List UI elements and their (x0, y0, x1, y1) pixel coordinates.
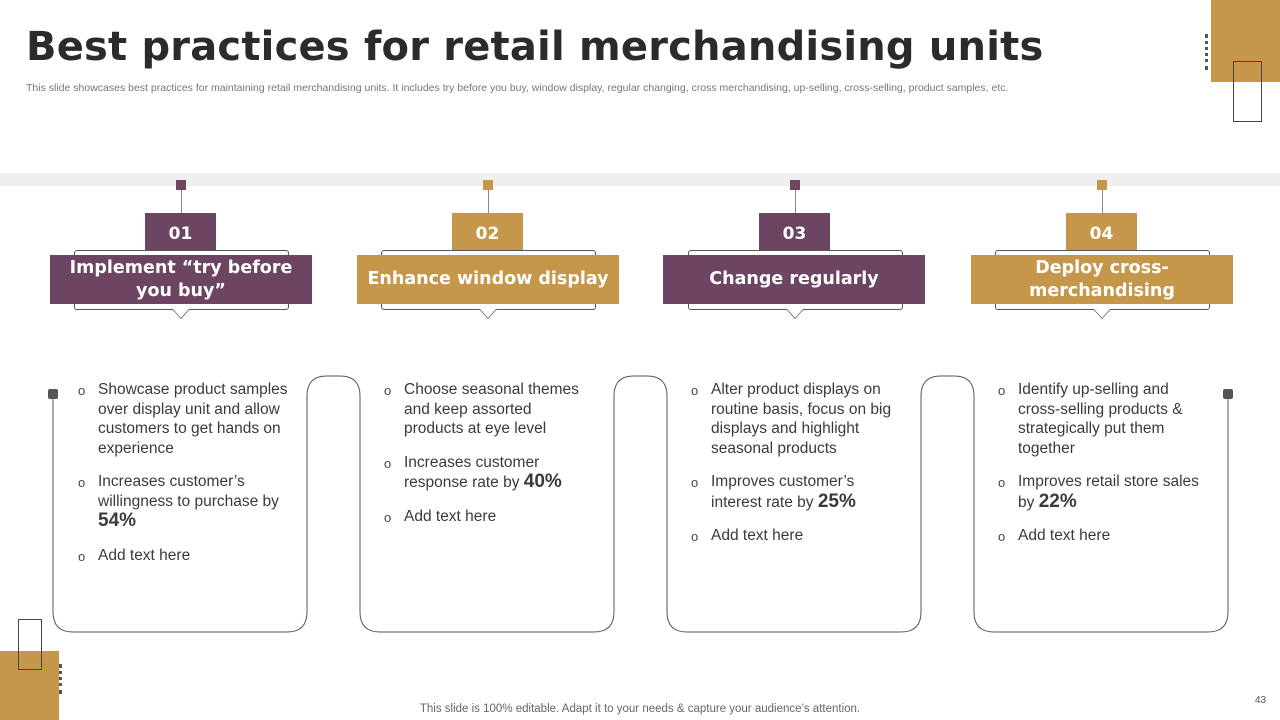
practice-number: 02 (452, 213, 523, 255)
practice-number: 03 (759, 213, 830, 255)
practice-heading: Change regularly (663, 255, 925, 304)
pin-line (488, 190, 489, 213)
practice-content: Alter product displays on routine basis,… (691, 380, 901, 560)
bullet-point: Showcase product samples over display un… (78, 380, 288, 458)
pin-line (181, 190, 182, 213)
heading-pointer-inner (173, 309, 189, 318)
pin-marker (790, 180, 800, 190)
slide-title: Best practices for retail merchandising … (26, 24, 1044, 70)
connector-end-dot-left (48, 389, 58, 399)
bullet-point: Improves customer’s interest rate by 25% (691, 472, 901, 512)
practice-content: Showcase product samples over display un… (78, 380, 288, 579)
practice-content: Identify up-selling and cross-selling pr… (998, 380, 1208, 560)
bullet-point: Add text here (691, 526, 901, 546)
bullet-point: Add text here (998, 526, 1208, 546)
practice-heading: Enhance window display (357, 255, 619, 304)
pin-line (795, 190, 796, 213)
decor-dots-top-right (1205, 34, 1209, 70)
practice-number: 01 (145, 213, 216, 255)
stat-highlight: 25% (817, 490, 856, 512)
stat-highlight: 54% (98, 510, 137, 531)
connector-end-dot-right (1223, 389, 1233, 399)
bullet-point: Add text here (384, 507, 594, 526)
bullet-point: Increases customer response rate by 40% (384, 453, 594, 493)
heading-pointer-inner (1094, 309, 1110, 318)
decor-corner-block-top-right (1211, 0, 1280, 82)
slide-footer: This slide is 100% editable. Adapt it to… (419, 703, 861, 715)
decor-outline-rect-bottom-left (18, 619, 42, 670)
card-underbar (994, 627, 1208, 637)
stat-highlight: 22% (1038, 490, 1077, 512)
heading-pointer-inner (787, 309, 803, 318)
page-number: 43 (1255, 695, 1267, 706)
pin-marker (483, 180, 493, 190)
practice-heading: Deploy cross-merchandising (971, 255, 1233, 304)
stat-highlight: 40% (523, 471, 562, 492)
card-underbar (687, 627, 901, 637)
bullet-point: Add text here (78, 546, 288, 565)
decor-corner-block-bottom-left (0, 651, 59, 720)
card-underbar (73, 627, 287, 637)
card-underbar (380, 627, 594, 637)
decor-outline-rect-top-right (1233, 61, 1262, 122)
pin-marker (1097, 180, 1107, 190)
pin-line (1102, 190, 1103, 213)
practice-content: Choose seasonal themes and keep assorted… (384, 380, 594, 540)
bullet-point: Increases customer’s willingness to purc… (78, 472, 288, 532)
practice-heading: Implement “try before you buy” (50, 255, 312, 304)
timeline-band (0, 173, 1280, 186)
bullet-point: Alter product displays on routine basis,… (691, 380, 901, 458)
pin-marker (176, 180, 186, 190)
heading-pointer-inner (480, 309, 496, 318)
bullet-point: Choose seasonal themes and keep assorted… (384, 380, 594, 439)
bullet-point: Identify up-selling and cross-selling pr… (998, 380, 1208, 458)
bullet-point: Improves retail store sales by 22% (998, 472, 1208, 512)
slide-subtitle: This slide showcases best practices for … (26, 82, 1009, 94)
decor-dots-bottom-left (59, 664, 63, 694)
practice-number: 04 (1066, 213, 1137, 255)
